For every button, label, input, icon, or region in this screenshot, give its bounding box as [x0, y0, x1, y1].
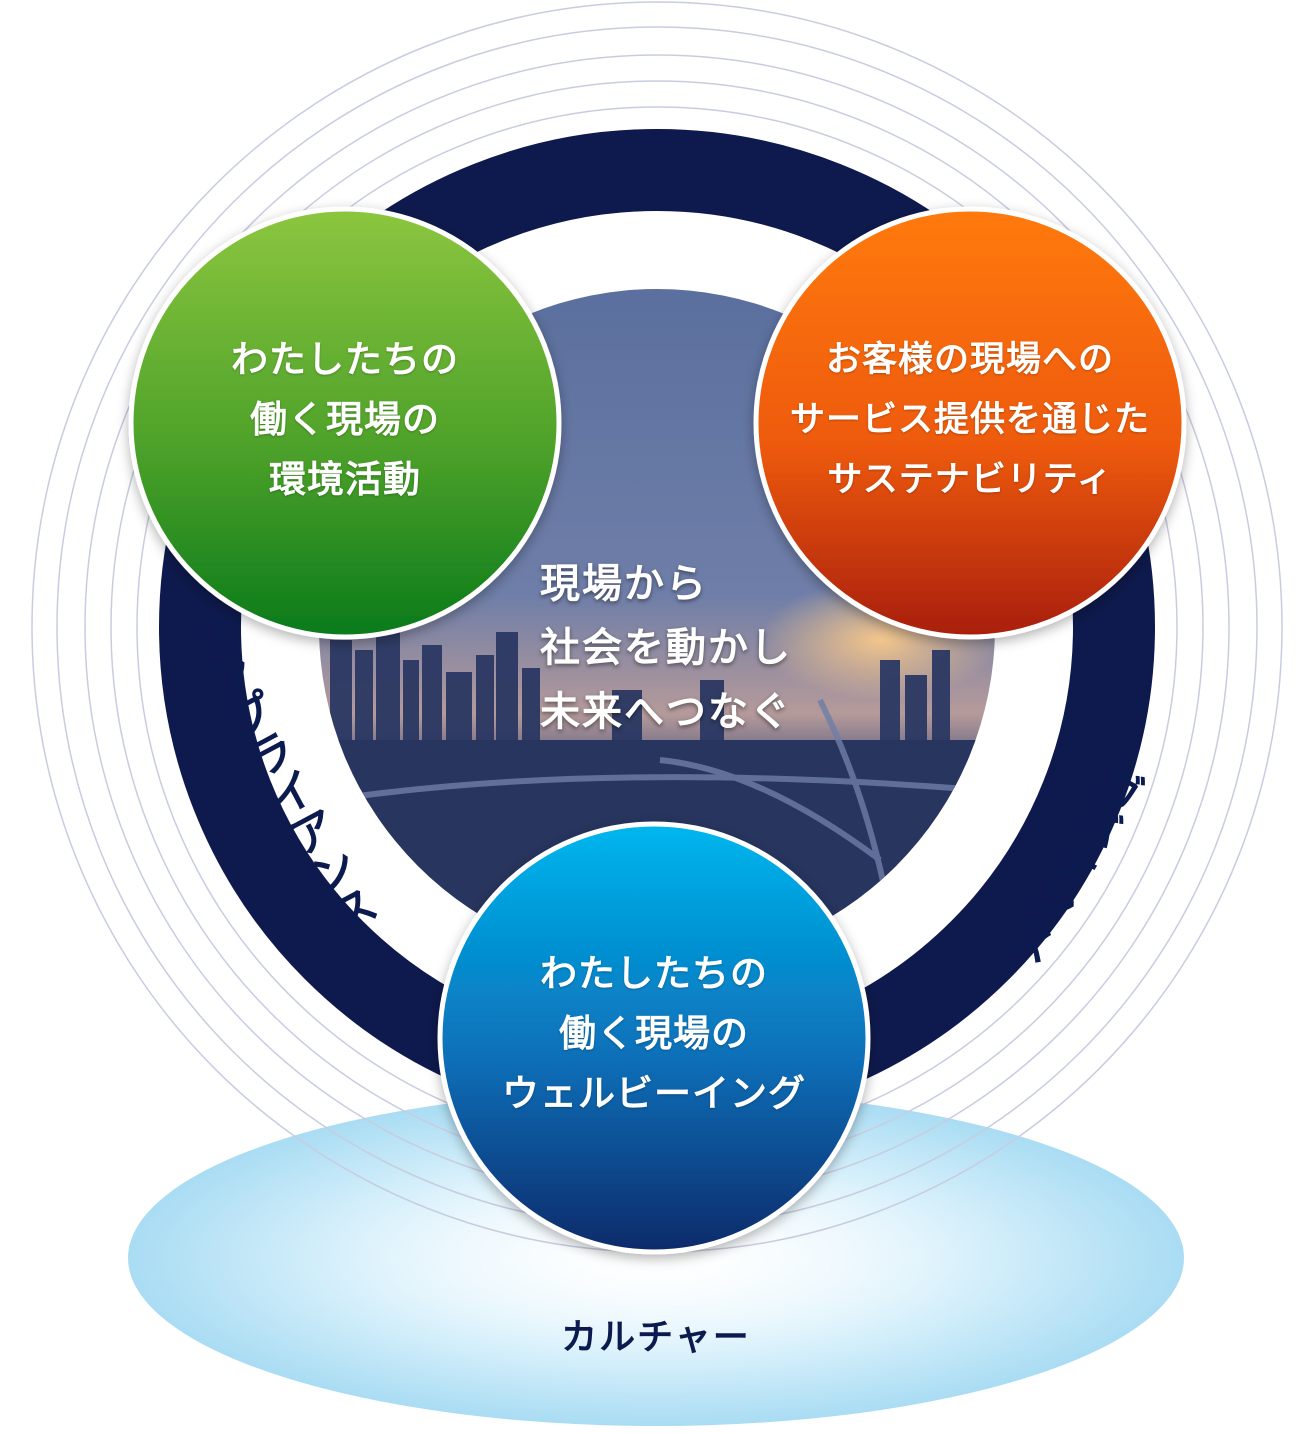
blue-circle-text: わたしたちの 働く現場の ウェルビーイング — [454, 944, 854, 1124]
culture-label: カルチャー — [561, 1317, 751, 1358]
green-circle — [128, 206, 562, 640]
center-line: 現場から — [540, 561, 708, 607]
culture-base — [128, 1090, 1184, 1426]
orange-line: サステナビリティ — [827, 460, 1113, 500]
center-line: 未来へつなぐ — [540, 689, 792, 735]
orange-line: お客様の現場への — [825, 340, 1114, 380]
blue-line: わたしたちの — [540, 952, 768, 995]
green-line: わたしたちの — [231, 338, 459, 381]
center-message: 現場から 社会を動かし 未来へつなぐ — [540, 552, 792, 744]
orange-circle — [753, 206, 1187, 640]
blue-line: ウェルビーイング — [502, 1072, 806, 1115]
center-line: 社会を動かし — [540, 625, 792, 671]
green-line: 環境活動 — [269, 458, 421, 501]
orange-circle-text: お客様の現場への サービス提供を通じた サステナビリティ — [760, 330, 1180, 510]
green-line: 働く現場の — [250, 398, 440, 441]
blue-circle — [437, 821, 871, 1255]
blue-line: 働く現場の — [559, 1012, 749, 1055]
orange-line: サービス提供を通じた — [789, 400, 1150, 440]
green-circle-text: わたしたちの 働く現場の 環境活動 — [145, 330, 545, 510]
